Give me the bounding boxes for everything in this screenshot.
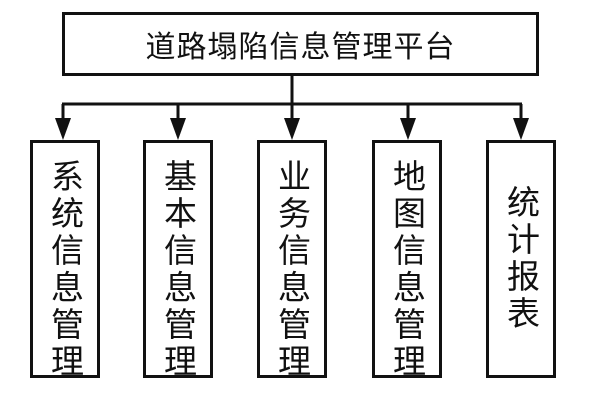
node-map-info-management: 地图信息管理 [372,140,442,381]
node-basic-info-management: 基本信息管理 [143,140,213,381]
arrow-to-business-info [284,104,300,140]
arrow-to-stat-report [513,104,529,140]
node-label: 地图信息管理 [387,159,427,381]
root-node-label: 道路塌陷信息管理平台 [145,30,456,65]
node-statistics-report: 统计报表 [486,140,556,378]
node-label: 业务信息管理 [272,159,312,381]
node-system-info-management: 系统信息管理 [30,140,100,381]
node-label: 系统信息管理 [45,159,85,381]
root-node: 道路塌陷信息管理平台 [62,12,539,76]
node-business-info-management: 业务信息管理 [257,140,327,381]
arrow-to-basic-info [170,104,186,140]
arrow-to-map-info [400,104,416,140]
node-label: 基本信息管理 [158,159,198,381]
arrow-to-system-info [55,104,71,140]
node-label: 统计报表 [501,185,541,333]
